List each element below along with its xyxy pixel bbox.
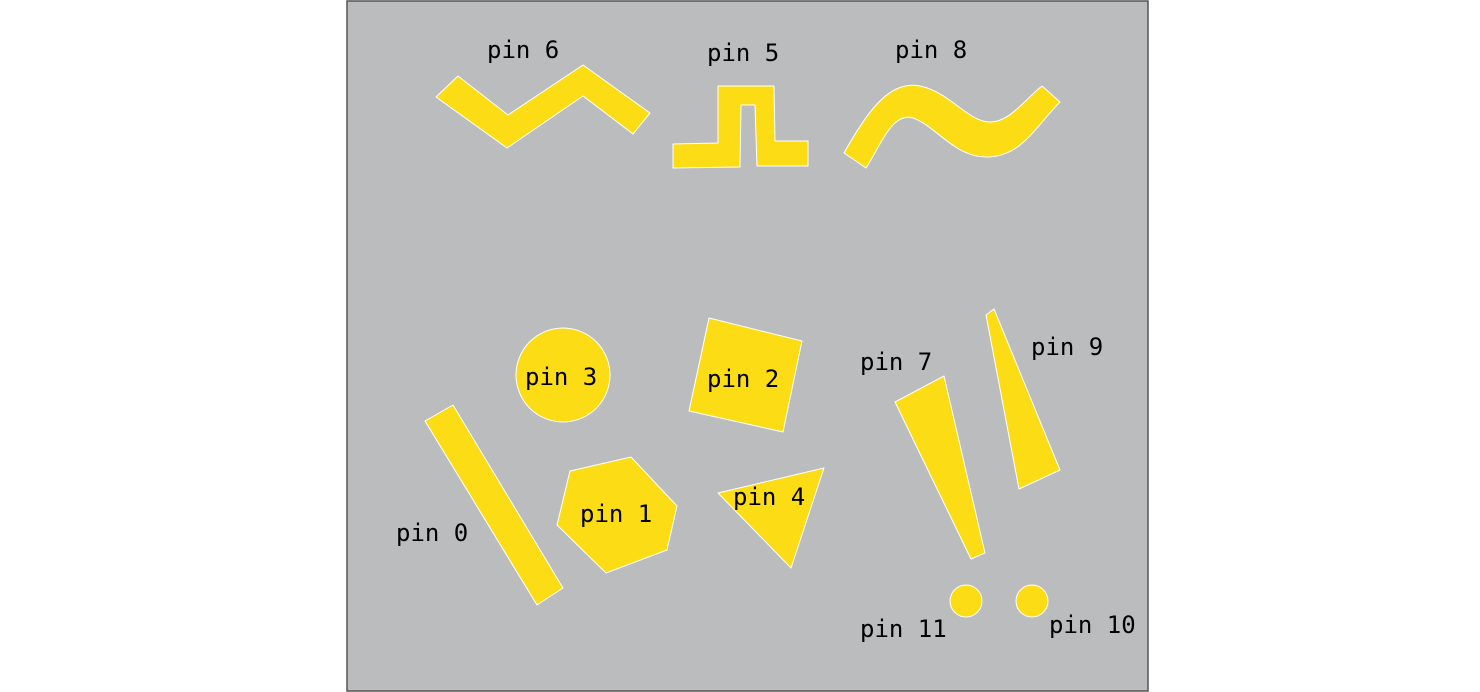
pin-9[interactable]: pin 9 [985,308,1103,490]
pin-4[interactable]: pin 4 [717,467,825,569]
pin-11-shape[interactable] [949,584,983,618]
pin-5-label: pin 5 [707,39,779,67]
pin-10-shape[interactable] [1015,584,1049,618]
pin-1-shape[interactable] [556,456,678,574]
pin-11-label: pin 11 [860,615,947,643]
pin-1-label: pin 1 [580,500,652,528]
pin-7[interactable]: pin 7 [860,348,986,560]
pin-2-shape[interactable] [688,317,803,433]
pin-2[interactable]: pin 2 [688,317,803,433]
pin-8-label: pin 8 [895,36,967,64]
pin-8[interactable]: pin 8 [843,36,1061,169]
pin-6[interactable]: pin 6 [435,36,651,149]
pin-3[interactable]: pin 3 [515,327,611,423]
pin-9-shape[interactable] [985,308,1061,490]
pin-8-shape[interactable] [843,84,1061,169]
pin-4-label: pin 4 [733,483,805,511]
pin-3-shape[interactable] [515,327,611,423]
pin-0[interactable]: pin 0 [396,404,564,606]
pin-9-label: pin 9 [1031,333,1103,361]
pin-5-shape[interactable] [672,85,809,169]
pin-6-shape[interactable] [435,64,651,149]
pin-4-shape[interactable] [717,467,825,569]
pin-3-label: pin 3 [525,363,597,391]
pin-7-shape[interactable] [894,375,986,560]
pin-6-label: pin 6 [487,36,559,64]
pin-10-label: pin 10 [1049,611,1136,639]
pin-0-label: pin 0 [396,519,468,547]
pin-2-label: pin 2 [707,365,779,393]
pin-5[interactable]: pin 5 [672,39,809,169]
pin-0-shape[interactable] [424,404,564,606]
pin-7-label: pin 7 [860,348,932,376]
pin-11[interactable]: pin 11 [860,584,983,643]
pin-10[interactable]: pin 10 [1015,584,1136,639]
pin-1[interactable]: pin 1 [556,456,678,574]
